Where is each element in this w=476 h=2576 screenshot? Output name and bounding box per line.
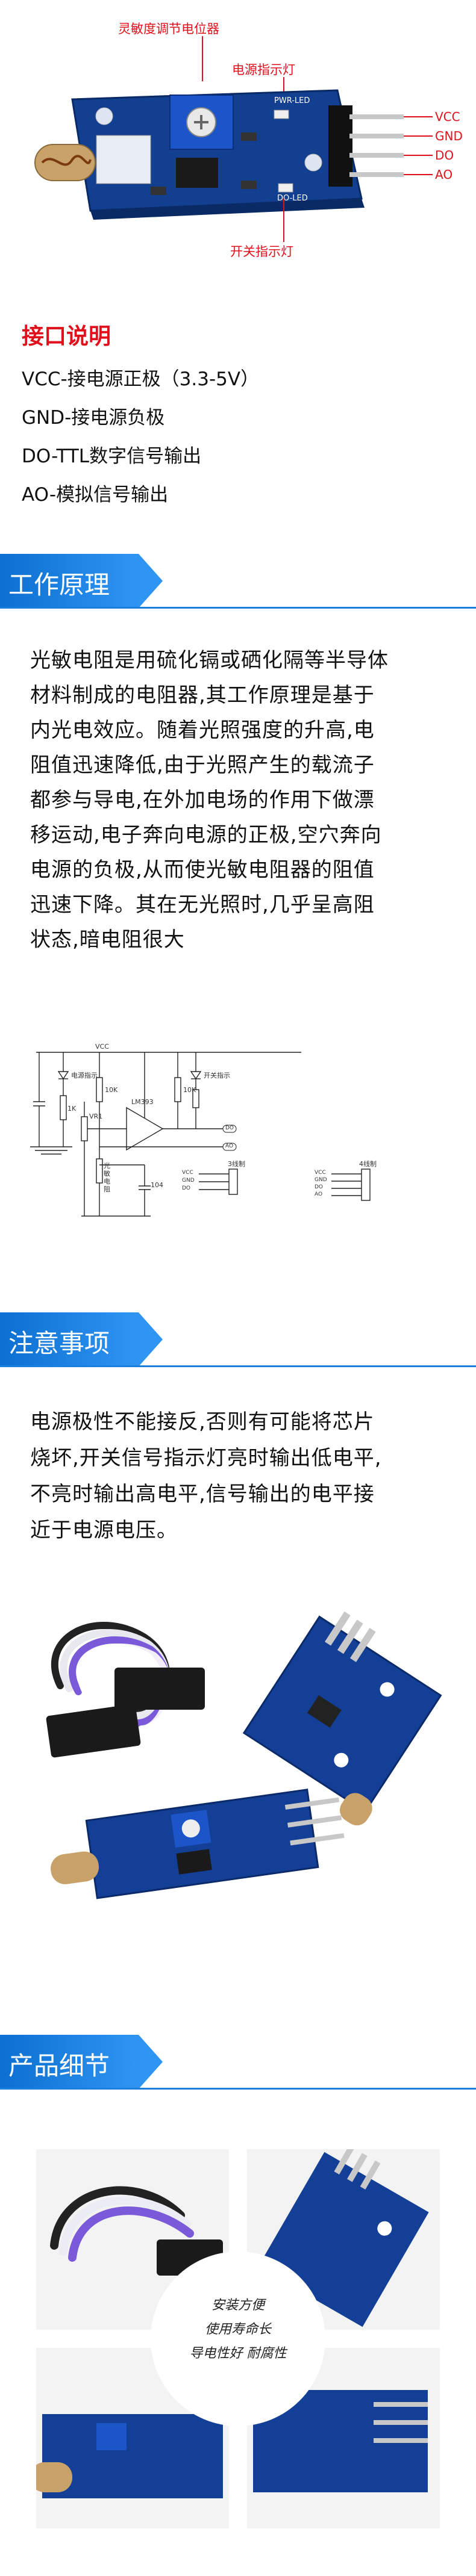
details-feature: 安装方便 — [211, 2298, 265, 2313]
circuit-switch-indicator-label: 开关指示 — [204, 1072, 230, 1079]
interface-line-vcc: VCC-接电源正极（3.3-5V） — [22, 368, 260, 390]
connector-pin-label: VCC — [315, 1170, 326, 1176]
details-feature: 导电性好 耐腐性 — [189, 2346, 287, 2361]
power-led-callout: 电源指示灯 — [232, 63, 295, 77]
do-led-silk: DO-LED — [277, 194, 308, 203]
principle-line: 移运动,电子奔向电源的正极,空穴奔向 — [30, 823, 382, 847]
connector-pin-label: VCC — [182, 1170, 193, 1176]
principle-line: 光敏电阻是用硫化镉或硒化隔等半导体 — [30, 648, 389, 672]
connector-pin-label: DO — [315, 1184, 324, 1190]
principle-line: 都参与导电,在外加电场的作用下做漂 — [30, 788, 375, 812]
connector-3wire-title: 3线制 — [228, 1160, 245, 1168]
interface-line-do: DO-TTL数字信号输出 — [22, 445, 202, 467]
interface-line-gnd: GND-接电源负极 — [22, 407, 165, 429]
pin-label-vcc: VCC — [435, 110, 460, 124]
notes-banner: 注意事项 — [0, 1312, 476, 1367]
principle-line: 状态,暗电阻很大 — [30, 928, 185, 952]
pin-label-ao: AO — [435, 167, 453, 182]
interface-line-ao: AO-模拟信号输出 — [22, 484, 169, 506]
pwr-led-silk: PWR-LED — [274, 96, 310, 105]
principle-title: 工作原理 — [8, 570, 110, 600]
principle-line: 材料制成的电阻器,其工作原理是基于 — [30, 683, 375, 707]
principle-banner: 工作原理 — [0, 554, 476, 609]
details-title: 产品细节 — [8, 2051, 110, 2081]
pin-label-gnd: GND — [435, 129, 463, 143]
circuit-cap-label: 104 — [151, 1181, 163, 1189]
switch-led-callout: 开关指示灯 — [230, 244, 293, 259]
connector-4wire-title: 4线制 — [359, 1160, 377, 1168]
connector-pin-label: GND — [315, 1177, 327, 1183]
circuit-power-indicator-label: 电源指示 — [71, 1072, 98, 1079]
interface-title: 接口说明 — [22, 323, 111, 349]
connector-pin-label: GND — [182, 1178, 195, 1184]
principle-paragraph: 光敏电阻是用硫化镉或硒化隔等半导体 材料制成的电阻器,其工作原理是基于 内光电效… — [30, 643, 452, 957]
principle-line: 迅速下降。其在无光照时,几乎呈高阻 — [30, 893, 375, 917]
circuit-resistor-label: 10K — [183, 1086, 196, 1094]
potentiometer-callout: 灵敏度调节电位器 — [118, 22, 219, 36]
details-photo-grid — [36, 2149, 440, 2528]
sensor-board-photo — [34, 89, 433, 220]
notes-line: 烧坏,开关信号指示灯亮时输出低电平, — [30, 1446, 382, 1470]
notes-line: 不亮时输出高电平,信号输出的电平接 — [30, 1482, 375, 1506]
circuit-photoresistor-label: 光敏电阻 — [104, 1162, 110, 1193]
hero-board-illustration: 灵敏度调节电位器 电源指示灯 — [0, 0, 476, 277]
details-banner: 产品细节 — [0, 2035, 476, 2090]
circuit-vr-label: VR1 — [89, 1113, 103, 1120]
notes-title: 注意事项 — [8, 1329, 110, 1358]
principle-line: 内光电效应。随着光照强度的升高,电 — [30, 718, 375, 742]
circuit-resistor-label: 10K — [105, 1086, 118, 1094]
pin-label-do: DO — [435, 148, 454, 163]
notes-paragraph: 电源极性不能接反,否则有可能将芯片 烧坏,开关信号指示灯亮时输出低电平, 不亮时… — [30, 1404, 452, 1548]
principle-line: 电源的负极,从而使光敏电阻器的阻值 — [30, 858, 375, 882]
notes-line: 近于电源电压。 — [30, 1518, 178, 1542]
connector-pin-label: AO — [315, 1191, 323, 1197]
connector-pin-label: DO — [182, 1185, 191, 1191]
circuit-do-tag: DO — [225, 1125, 234, 1131]
circuit-vcc-label: VCC — [95, 1043, 109, 1051]
details-feature: 使用寿命长 — [204, 2322, 271, 2337]
circuit-diagram: VCC 电源指示 开关指示 LM393 10K 10K 1K VR1 104 光… — [24, 1035, 458, 1234]
circuit-chip-label: LM393 — [131, 1098, 154, 1106]
details-center-text: 安装方便 使用寿命长 导电性好 耐腐性 — [154, 2294, 322, 2366]
circuit-ao-tag: AO — [225, 1143, 234, 1149]
circuit-resistor-label: 1K — [67, 1105, 77, 1113]
notes-line: 电源极性不能接反,否则有可能将芯片 — [30, 1410, 375, 1434]
principle-line: 阻值迅速降低,由于光照产生的载流子 — [30, 753, 375, 777]
product-photo — [46, 1611, 442, 1899]
